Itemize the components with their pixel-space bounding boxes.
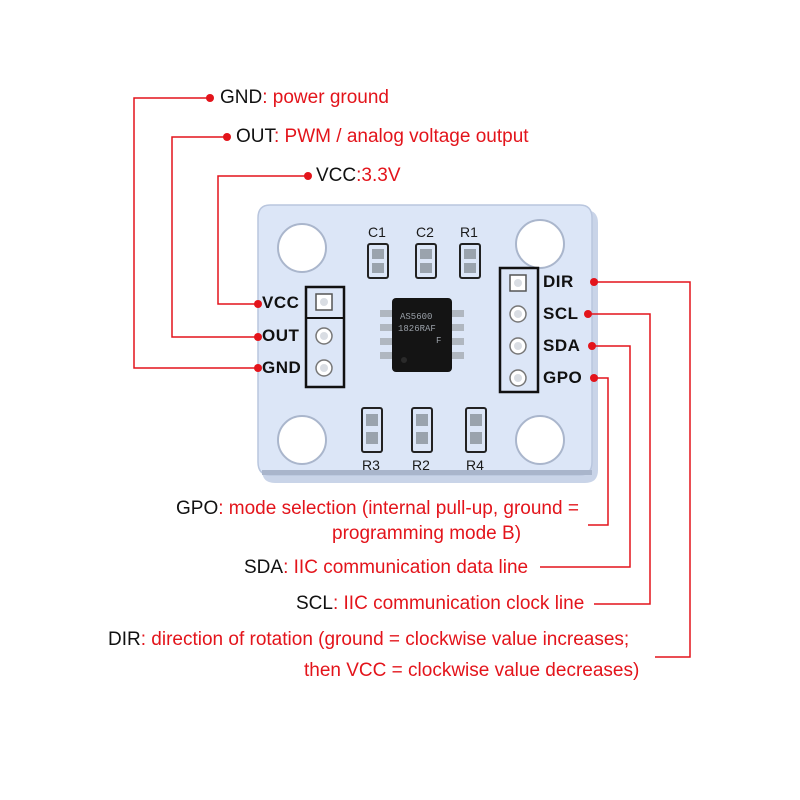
silk-c1: C1 — [368, 224, 386, 240]
annotation-vcc-pin: VCC — [316, 165, 357, 186]
annotation-vcc: VCC:3.3V — [316, 164, 401, 188]
annotation-gpo-desc: : mode selection (internal pull-up, grou… — [218, 498, 579, 519]
annotation-vcc-desc: :3.3V — [356, 165, 401, 186]
annotation-scl-pin: SCL — [296, 593, 333, 614]
annotation-dir-pin: DIR — [108, 629, 141, 650]
annotation-gnd-pin: GND — [220, 87, 263, 108]
pin-label-dir: DIR — [543, 272, 574, 291]
annotation-gpo-desc2: programming mode B) — [332, 523, 522, 544]
annotation-out-pin: OUT — [236, 126, 274, 147]
leader-lines-right — [540, 281, 691, 658]
silk-r2: R2 — [412, 457, 430, 473]
annotation-scl: SCL: IIC communication clock line — [296, 592, 584, 616]
annotation-dir-line2: then VCC = clockwise value decreases) — [304, 659, 639, 683]
chip-marking-line1: AS5600 — [400, 312, 433, 322]
annotation-sda-desc: : IIC communication data line — [283, 557, 529, 578]
annotation-gnd: GND: power ground — [220, 86, 389, 110]
leader-dots-left — [206, 94, 312, 372]
annotation-gpo: GPO: mode selection (internal pull-up, g… — [176, 497, 579, 521]
top-smd-components — [367, 243, 481, 279]
annotation-scl-desc: : IIC communication clock line — [332, 593, 585, 614]
chip-marking-line3: F — [436, 336, 442, 346]
pin-label-scl: SCL — [543, 304, 579, 323]
annotation-dir: DIR: direction of rotation (ground = clo… — [108, 628, 629, 652]
pin-label-sda: SDA — [543, 336, 581, 355]
annotation-out: OUT: PWM / analog voltage output — [236, 125, 529, 149]
leader-dots-right — [584, 278, 598, 382]
silk-r3: R3 — [362, 457, 380, 473]
annotation-dir-desc: : direction of rotation (ground = clockw… — [140, 629, 630, 650]
right-pin-header — [498, 266, 540, 394]
annotation-sda-pin: SDA — [244, 557, 284, 578]
chip-marking-line2: 1826RAF — [398, 324, 436, 334]
pin-label-gpo: GPO — [543, 368, 583, 387]
pin-label-vcc: VCC — [262, 293, 300, 312]
pin-label-gnd: GND — [262, 358, 302, 377]
annotation-sda: SDA: IIC communication data line — [244, 556, 528, 580]
left-pin-header — [304, 285, 346, 389]
annotation-gnd-desc: : power ground — [262, 87, 389, 108]
annotation-out-desc: : PWM / analog voltage output — [274, 126, 529, 147]
mounting-holes — [277, 219, 565, 465]
leader-lines-left — [133, 97, 308, 369]
annotation-dir-desc2: then VCC = clockwise value decreases) — [304, 660, 640, 681]
silk-c2: C2 — [416, 224, 434, 240]
as5600-chip — [380, 298, 464, 372]
annotation-gpo-pin: GPO — [176, 498, 219, 519]
annotation-gpo-line2: programming mode B) — [332, 522, 521, 546]
silk-r4: R4 — [466, 457, 484, 473]
bottom-smd-components — [361, 407, 487, 453]
pin-label-out: OUT — [262, 326, 300, 345]
silk-r1: R1 — [460, 224, 478, 240]
